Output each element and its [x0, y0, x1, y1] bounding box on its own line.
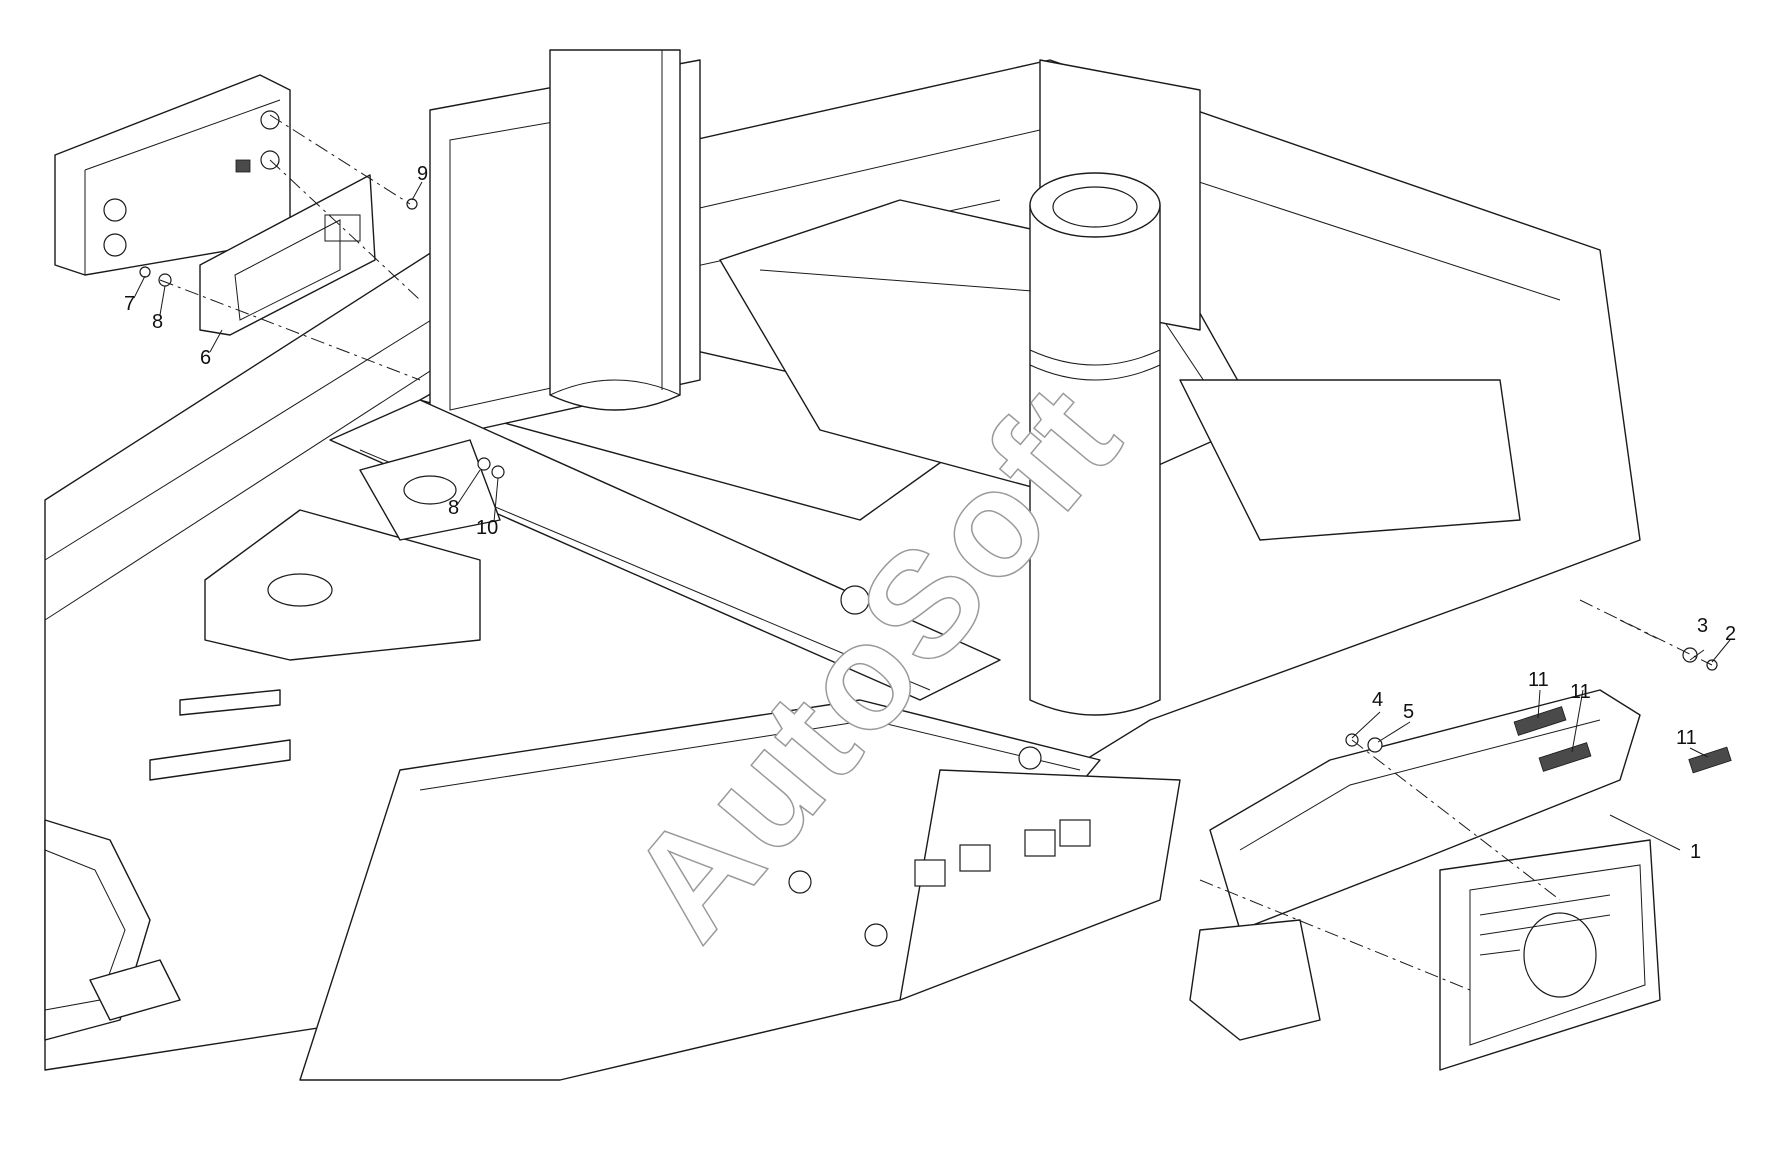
left-cylinder: [549, 49, 681, 411]
callout-6: 6: [200, 347, 212, 369]
callout-11-right: 11: [1676, 727, 1697, 749]
upper-lamp-assembly: [54, 74, 376, 336]
callout-11-middle: 11: [1570, 681, 1591, 703]
right-cylinder: [1029, 172, 1161, 716]
callout-7: 7: [124, 293, 136, 315]
callout-3: 3: [1697, 615, 1709, 637]
callout-4: 4: [1372, 689, 1384, 711]
callout-10: 10: [476, 517, 499, 539]
right-lamp-assembly: [1189, 689, 1732, 1071]
fasteners: [139, 198, 1718, 947]
callout-11-left: 11: [1528, 669, 1549, 691]
leader-lines: [133, 181, 1731, 851]
callout-8-upper: 8: [152, 311, 164, 333]
assembly-lines: [159, 114, 1713, 991]
callout-2: 2: [1725, 623, 1737, 645]
callout-8-lower: 8: [448, 497, 460, 519]
callout-5: 5: [1403, 701, 1415, 723]
callout-1: 1: [1690, 841, 1702, 863]
callout-9: 9: [417, 163, 429, 185]
